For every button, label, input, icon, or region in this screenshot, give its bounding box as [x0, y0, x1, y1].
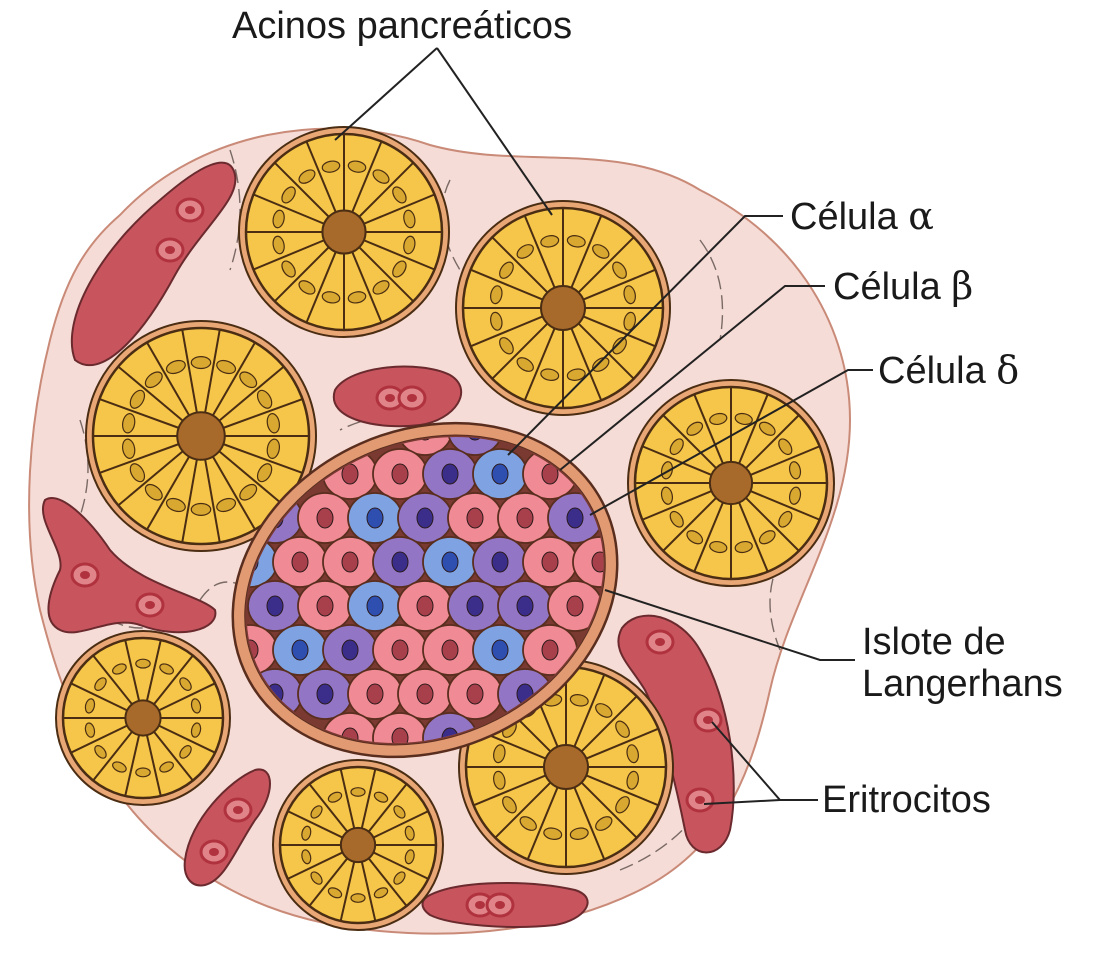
beta-cell-nucleus [517, 596, 533, 616]
acinar-cell-nucleus [351, 894, 365, 903]
beta-cell-nucleus [342, 640, 358, 660]
acinar-cell-nucleus [136, 659, 150, 668]
erythrocyte-center [185, 206, 195, 214]
acinus-lumen [541, 286, 585, 330]
acinus-lumen [341, 828, 375, 862]
pancreatic-acinus [56, 631, 230, 805]
label-acini: Acinos pancreáticos [232, 6, 572, 48]
label-beta-symbol: β [951, 264, 973, 308]
leader-acini-1 [335, 48, 437, 140]
erythrocyte-center [695, 796, 705, 804]
alpha-cell-nucleus [367, 684, 383, 704]
label-erythrocytes: Eritrocitos [822, 780, 991, 822]
alpha-cell-nucleus [467, 508, 483, 528]
erythrocyte-center [233, 806, 243, 814]
acinar-cell-nucleus [191, 357, 210, 369]
alpha-cell-nucleus [417, 596, 433, 616]
delta-cell-nucleus [292, 640, 308, 660]
alpha-cell-nucleus [392, 464, 408, 484]
beta-cell-nucleus [267, 596, 283, 616]
erythrocyte-center [407, 394, 417, 402]
pancreatic-acinus [456, 201, 670, 415]
delta-cell-nucleus [492, 464, 508, 484]
beta-cell-nucleus [467, 596, 483, 616]
label-beta-cell: Célula β [833, 266, 973, 309]
alpha-cell-nucleus [467, 684, 483, 704]
beta-cell-nucleus [492, 552, 508, 572]
label-alpha-cell: Célula α [790, 196, 934, 239]
alpha-cell-nucleus [317, 508, 333, 528]
acinar-cell-nucleus [351, 788, 365, 797]
delta-cell-nucleus [442, 552, 458, 572]
erythrocyte-center [475, 901, 485, 909]
label-delta-symbol: δ [996, 348, 1019, 392]
pancreatic-acinus [273, 760, 443, 930]
acinus-lumen [544, 745, 588, 789]
alpha-cell-nucleus [392, 640, 408, 660]
delta-cell-nucleus [492, 640, 508, 660]
alpha-cell-nucleus [292, 552, 308, 572]
erythrocyte-center [209, 848, 219, 856]
label-islet: Islote de Langerhans [862, 622, 1063, 706]
label-beta-text: Célula [833, 266, 951, 308]
alpha-cell-nucleus [517, 508, 533, 528]
acinus-lumen [710, 462, 752, 504]
alpha-cell-nucleus [417, 684, 433, 704]
beta-cell-nucleus [392, 552, 408, 572]
beta-cell-nucleus [417, 508, 433, 528]
label-alpha-symbol: α [908, 194, 934, 238]
delta-cell-nucleus [367, 596, 383, 616]
acinar-cell-nucleus [191, 504, 210, 516]
alpha-cell-nucleus [442, 640, 458, 660]
acinus-lumen [125, 700, 160, 735]
beta-cell-nucleus [442, 464, 458, 484]
delta-cell-nucleus [367, 508, 383, 528]
erythrocyte-center [655, 638, 665, 646]
alpha-cell-nucleus [567, 596, 583, 616]
alpha-cell-nucleus [542, 552, 558, 572]
erythrocyte-center [145, 601, 155, 609]
acinus-lumen [322, 210, 365, 253]
label-delta-text: Célula [878, 350, 996, 392]
alpha-cell-nucleus [317, 596, 333, 616]
acinar-cell-nucleus [136, 768, 150, 777]
label-islet-line2: Langerhans [862, 664, 1063, 706]
pancreatic-acinus [239, 127, 449, 337]
label-islet-line1: Islote de [862, 622, 1063, 664]
alpha-cell-nucleus [342, 552, 358, 572]
acinus-lumen [177, 412, 225, 460]
label-alpha-text: Célula [790, 196, 908, 238]
label-delta-cell: Célula δ [878, 350, 1019, 393]
pancreatic-acinus [628, 380, 834, 586]
erythrocyte-center [80, 571, 90, 579]
alpha-cell-nucleus [542, 640, 558, 660]
erythrocyte-center [165, 246, 175, 254]
beta-cell-nucleus [317, 684, 333, 704]
erythrocyte-center [495, 901, 505, 909]
beta-cell-nucleus [567, 508, 583, 528]
erythrocyte-center [385, 394, 395, 402]
